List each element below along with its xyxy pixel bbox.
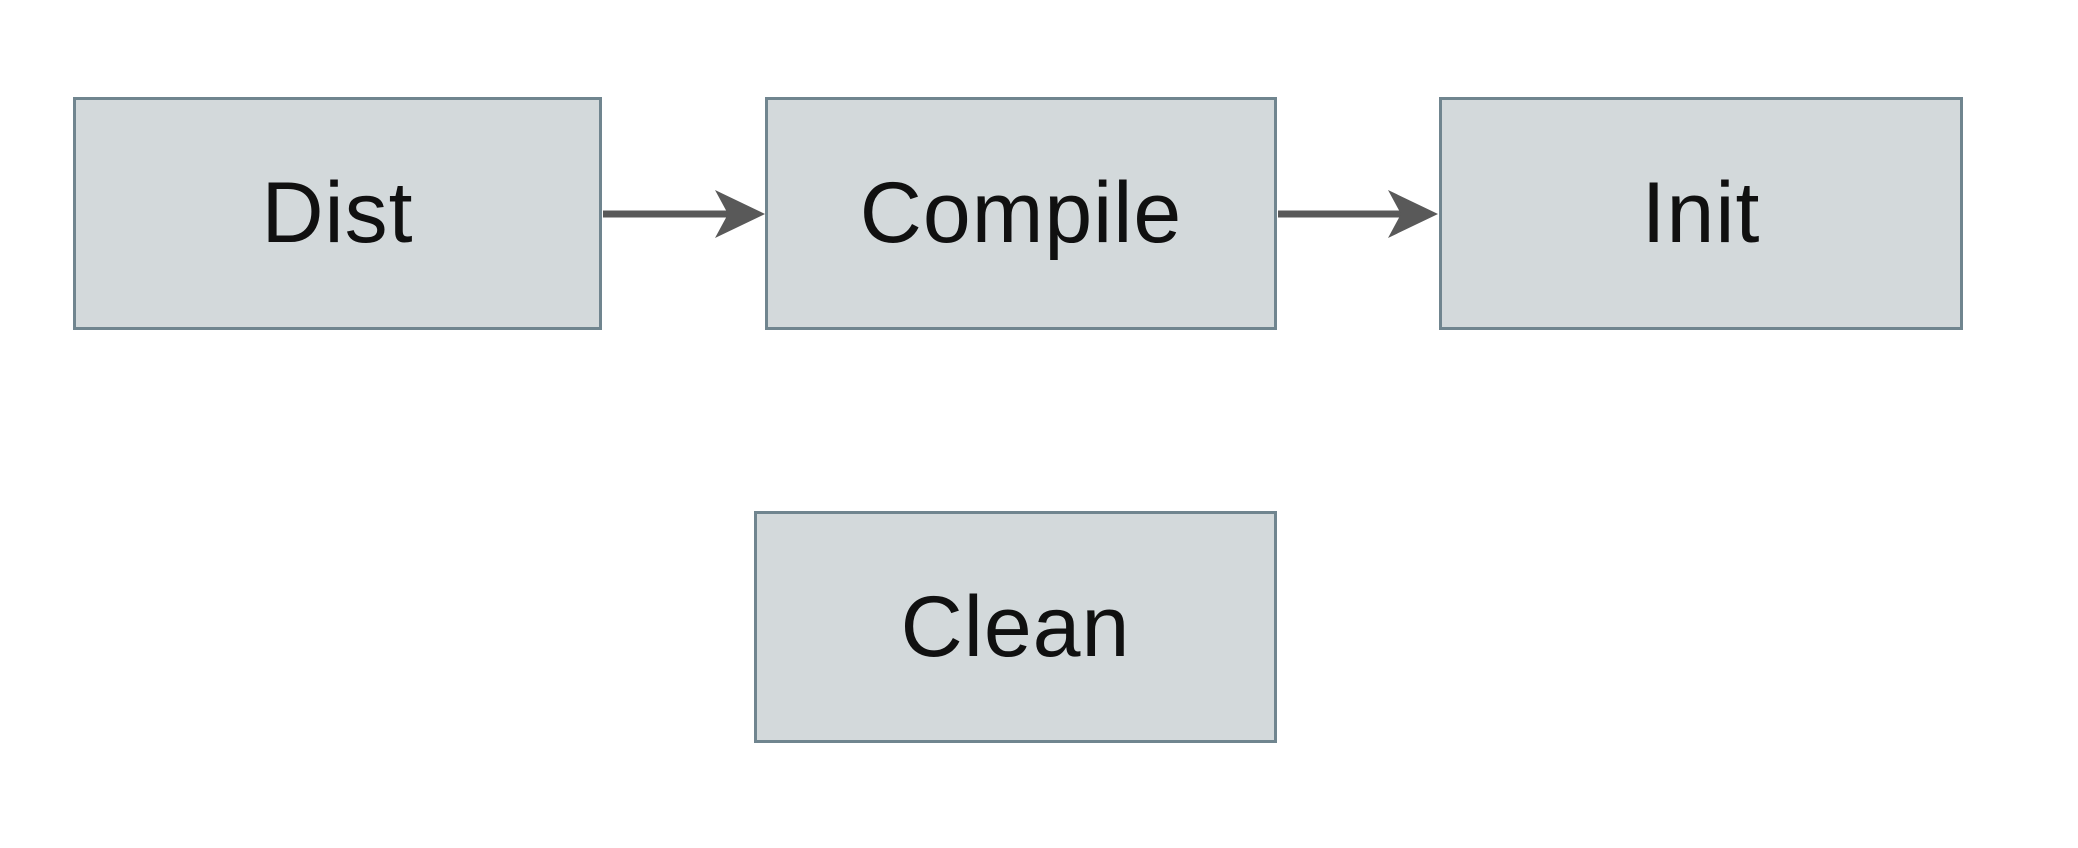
node-init-label: Init bbox=[1641, 165, 1761, 261]
node-clean-label: Clean bbox=[900, 578, 1131, 675]
arrow-compile-to-init bbox=[1278, 190, 1438, 238]
arrow-dist-to-compile bbox=[603, 190, 765, 238]
node-compile-label: Compile bbox=[859, 165, 1183, 261]
node-compile: Compile bbox=[765, 97, 1277, 330]
node-clean: Clean bbox=[754, 511, 1277, 743]
node-dist: Dist bbox=[73, 97, 602, 330]
node-dist-label: Dist bbox=[261, 165, 414, 261]
node-init: Init bbox=[1439, 97, 1963, 330]
